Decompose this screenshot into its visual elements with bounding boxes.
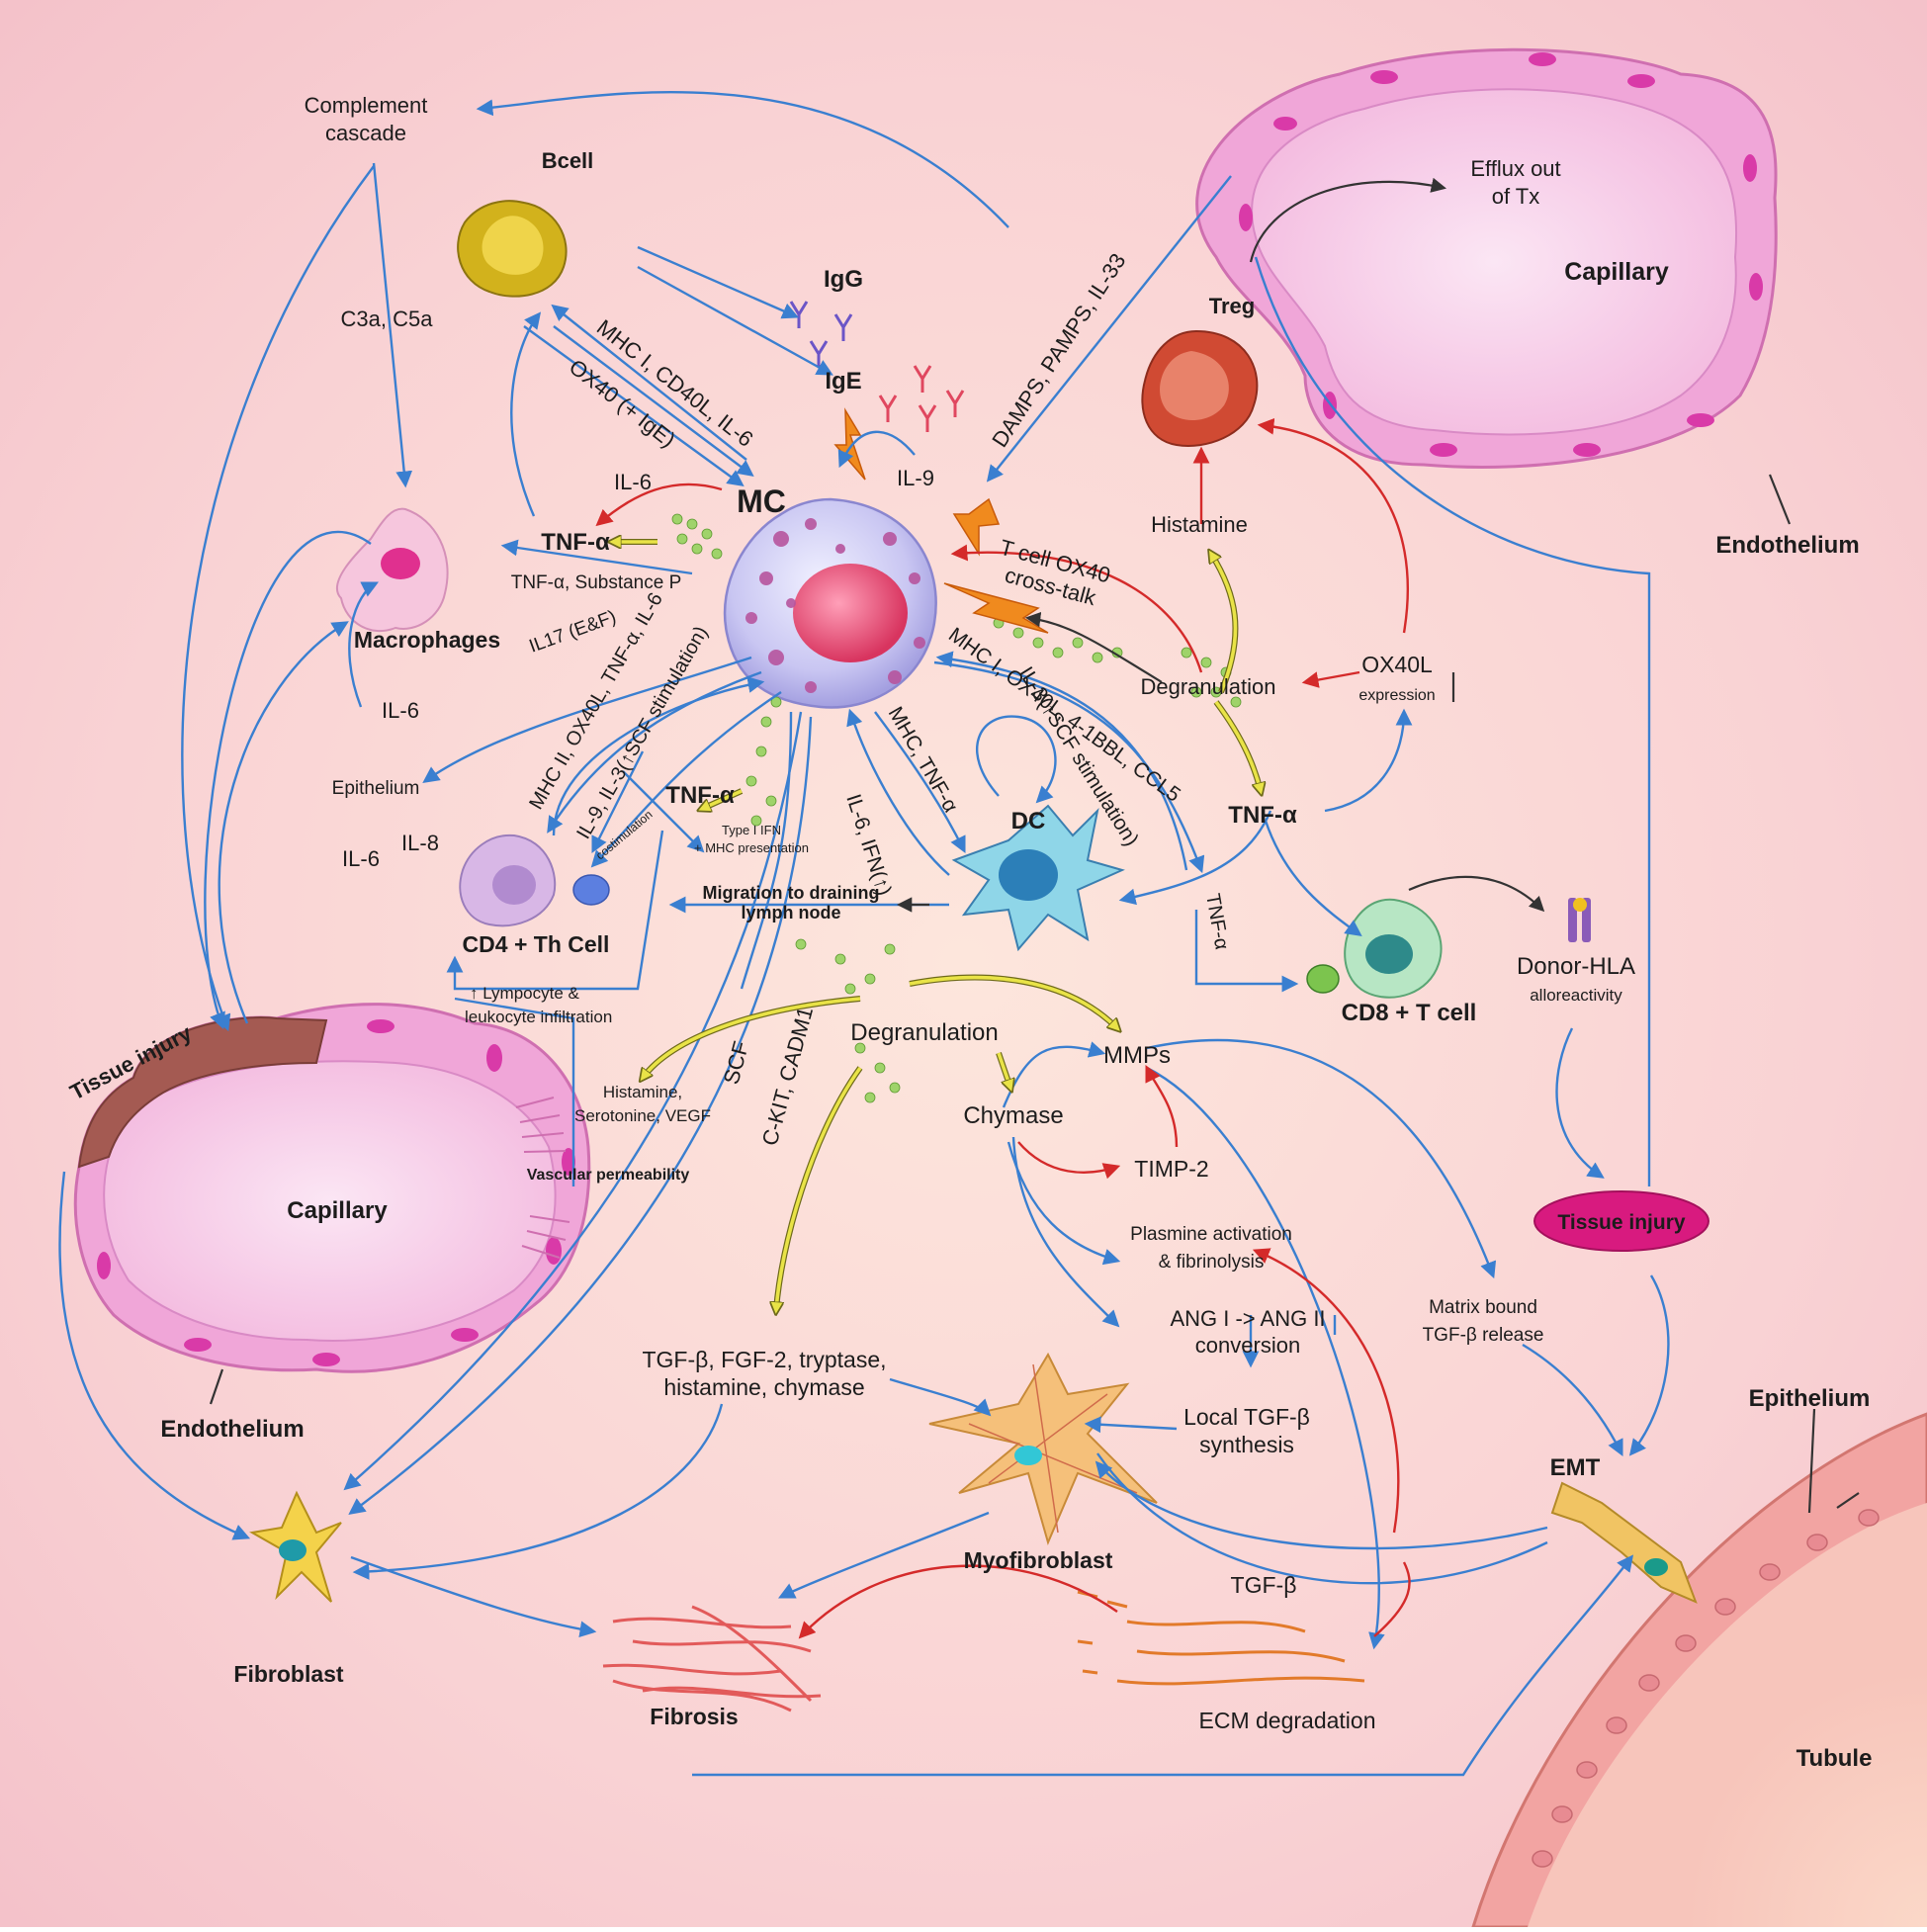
lightning-icons [833, 407, 1049, 634]
treg-icon [1141, 329, 1259, 447]
treg-label: Treg [1209, 294, 1255, 318]
ox40l-label: OX40L [1361, 652, 1433, 677]
mc-label: MC [737, 483, 786, 519]
epithelium-left-label: Epithelium [332, 778, 420, 799]
arrows-yellow [613, 542, 1261, 1310]
il6-cd4-label: IL-6 [342, 846, 380, 871]
tnf-substance-p-label: TNF-α, Substance P [511, 572, 682, 593]
tubule-structure [1470, 1412, 1927, 1929]
plasmine-label-2: & fibrinolysis [1159, 1252, 1265, 1273]
mast-cell-icon [723, 497, 937, 709]
emt-label: EMT [1550, 1454, 1601, 1481]
cd4-cell-icon [459, 834, 610, 927]
expression-label: expression [1358, 687, 1435, 704]
degranulation-center-label: Degranulation [850, 1019, 998, 1046]
donor-hla-label: Donor-HLA [1517, 953, 1635, 980]
macrophages-label: Macrophages [354, 627, 500, 653]
capillary-left-label: Capillary [287, 1197, 388, 1224]
bcell-icon [457, 200, 568, 298]
ang-label-1: ANG I -> ANG II [1170, 1306, 1325, 1331]
tissue-injury-pill-label: Tissue injury [1557, 1211, 1685, 1234]
degranulation-right-label: Degranulation [1141, 674, 1276, 699]
mmps-label: MMPs [1103, 1042, 1171, 1069]
alloreactivity-label: alloreactivity [1530, 986, 1622, 1005]
emt-cell-icon [1550, 1481, 1698, 1604]
chymase-label: Chymase [963, 1102, 1063, 1129]
efflux-label-2: of Tx [1492, 184, 1540, 209]
migration-label-1: Migration to draining [703, 883, 880, 903]
lympho-infiltration-label-1: ↑ Lympocyte & [470, 984, 580, 1003]
vascular-perm-label: Vascular permeability [527, 1167, 690, 1184]
plasmine-label-1: Plasmine activation [1130, 1224, 1292, 1245]
arrows-dark [209, 177, 1860, 1514]
timp2-label: TIMP-2 [1134, 1156, 1208, 1182]
ang-label-2: conversion [1195, 1333, 1300, 1358]
dendritic-cell-icon [951, 804, 1125, 952]
capillary-top-label: Capillary [1564, 258, 1669, 286]
ige-label: IgE [825, 368, 861, 395]
complement-cascade-label-1: Complement [305, 93, 428, 118]
migration-label-2: lymph node [741, 903, 840, 922]
igg-label: IgG [824, 266, 863, 293]
capillary-left [73, 1003, 591, 1373]
arrows-blue [58, 91, 1670, 1777]
fibrosis-label: Fibrosis [650, 1704, 738, 1729]
tnf-alpha-right-label: TNF-α [1228, 802, 1297, 829]
histamine-sero-label-1: Histamine, [603, 1083, 682, 1101]
matrix-bound-label-1: Matrix bound [1429, 1297, 1537, 1318]
tnf-alpha-mid-label: TNF-α [665, 782, 735, 809]
bcell-label: Bcell [542, 148, 594, 173]
fibroblast-label: Fibroblast [233, 1661, 344, 1687]
il6-left-label: IL-6 [382, 698, 419, 723]
capillary-top-right [1195, 47, 1778, 469]
tubule-label: Tubule [1796, 1745, 1873, 1772]
local-tgf-label-1: Local TGF-β [1183, 1404, 1310, 1430]
dc-label: DC [1011, 808, 1046, 834]
donor-hla-icon [1568, 898, 1591, 942]
tgf-list-label-2: histamine, chymase [663, 1374, 864, 1400]
lympho-infiltration-label-2: leukocyte infiltration [465, 1008, 612, 1026]
myofibroblast-label: Myofibroblast [964, 1547, 1113, 1573]
type1-ifn-label-2: + MHC presentation [694, 840, 809, 855]
histamine-right-label: Histamine [1151, 512, 1248, 537]
tgf-beta-label: TGF-β [1231, 1572, 1297, 1598]
tnf-alpha-left-label: TNF-α [541, 529, 610, 556]
cd8-label: CD8 + T cell [1342, 1000, 1477, 1026]
il6-top-label: IL-6 [614, 470, 652, 494]
endothelium-top-label: Endothelium [1715, 532, 1859, 559]
ecm-fibers [1077, 1590, 1365, 1686]
granule-dots [671, 513, 1242, 1103]
myofibroblast-icon [928, 1352, 1158, 1545]
efflux-label-1: Efflux out [1470, 156, 1560, 181]
local-tgf-label-2: synthesis [1199, 1432, 1294, 1457]
type1-ifn-label-1: Type I IFN [722, 823, 781, 837]
c3a-c5a-label: C3a, C5a [341, 307, 434, 331]
il9-label: IL-9 [897, 466, 934, 490]
epithelium-right-label: Epithelium [1749, 1385, 1871, 1412]
tgf-list-label-1: TGF-β, FGF-2, tryptase, [642, 1347, 886, 1372]
macrophage-icon [335, 507, 449, 633]
ecm-label: ECM degradation [1199, 1708, 1376, 1733]
endothelium-left-label: Endothelium [160, 1416, 304, 1443]
matrix-bound-label-2: TGF-β release [1423, 1325, 1544, 1346]
il8-label: IL-8 [401, 831, 439, 855]
complement-cascade-label-2: cascade [325, 121, 406, 145]
arrows-red [595, 417, 1411, 1639]
tissue-injury-pill [1533, 1190, 1709, 1252]
histamine-sero-label-2: Serotonine, VEGF [574, 1106, 711, 1125]
fibroblast-icon [249, 1490, 342, 1603]
fibrosis-fibers [602, 1605, 822, 1712]
cd4-label: CD4 + Th Cell [463, 931, 610, 957]
